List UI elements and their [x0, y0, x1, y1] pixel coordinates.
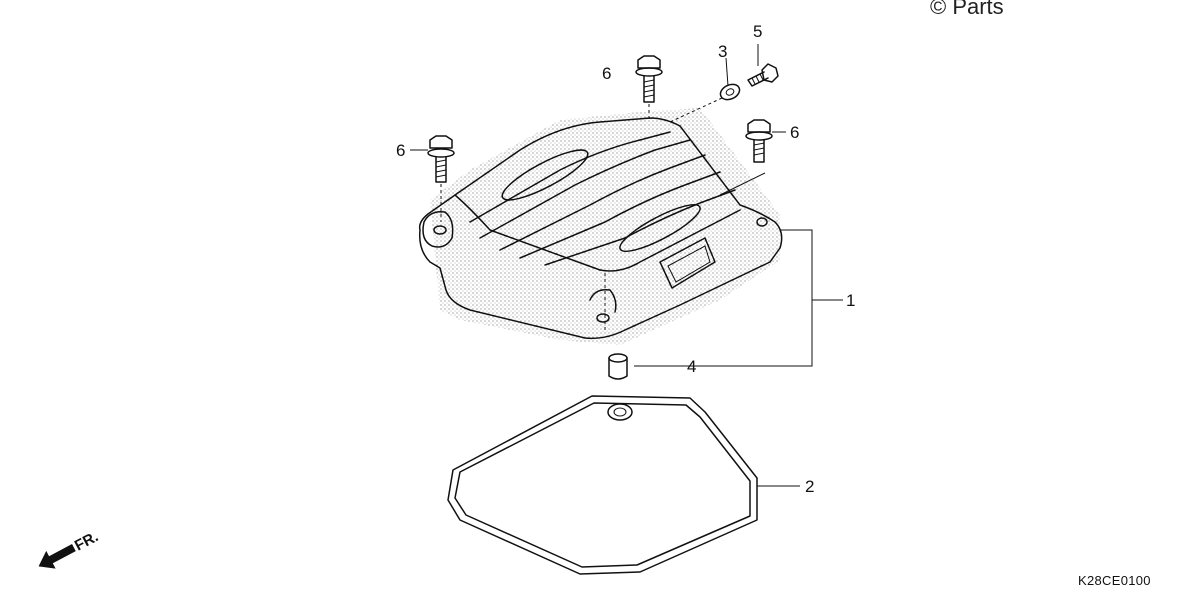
callout-3: 3	[718, 42, 727, 61]
cover-gasket	[447, 395, 758, 575]
front-label: FR.	[72, 528, 101, 554]
callout-4: 4	[687, 357, 696, 376]
cylinder-head-cover	[418, 108, 783, 345]
callout-5: 5	[753, 22, 762, 41]
copyright-watermark: © Parts	[930, 0, 1004, 19]
dowel-collar	[604, 270, 628, 380]
sealing-washer	[669, 83, 741, 123]
diagram-code: K28CE0100	[1078, 573, 1151, 588]
callout-6-left: 6	[396, 141, 405, 160]
callout-6-top: 6	[602, 64, 611, 83]
flange-bolt-left	[427, 135, 455, 222]
small-bolt	[747, 63, 779, 87]
leader-lines	[410, 44, 843, 487]
callout-6-right: 6	[790, 123, 799, 142]
callout-1: 1	[846, 291, 855, 310]
callout-2: 2	[805, 477, 814, 496]
flange-bolt-right	[745, 119, 773, 163]
flange-bolt-top	[635, 55, 663, 120]
front-direction-arrow: FR.	[38, 528, 101, 569]
